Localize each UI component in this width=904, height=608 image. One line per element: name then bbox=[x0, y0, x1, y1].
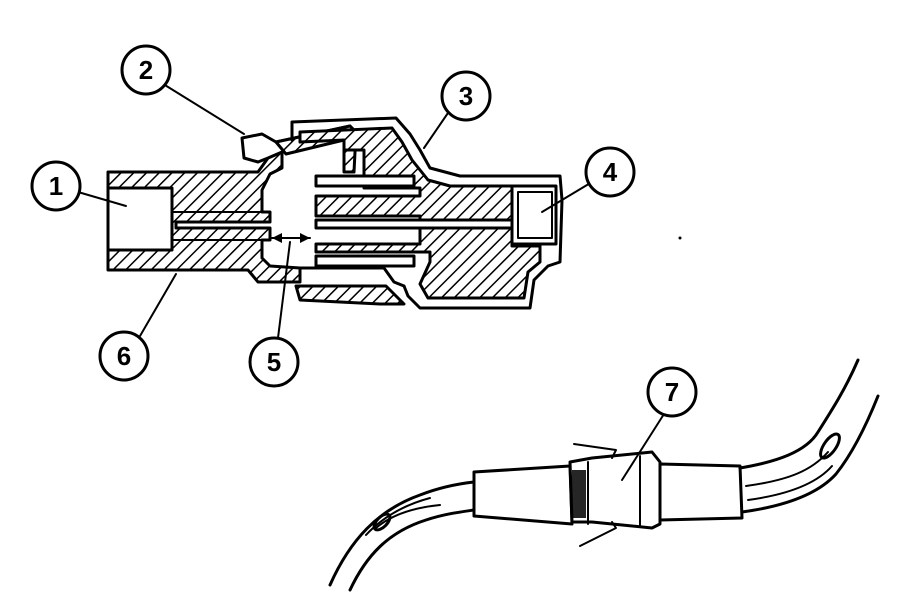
harness-connector-body bbox=[587, 455, 641, 527]
callout-2-label: 2 bbox=[139, 55, 153, 85]
callout-leaders bbox=[77, 81, 665, 481]
socket-slot-mid bbox=[314, 218, 514, 230]
callout-2: 2 bbox=[120, 44, 172, 96]
callout-5-label: 5 bbox=[267, 347, 281, 377]
connector-cross-section bbox=[106, 116, 682, 310]
callout-7-label: 7 bbox=[665, 377, 679, 407]
right-terminal-cavity bbox=[510, 184, 558, 246]
left-cable-strand-2 bbox=[375, 504, 441, 529]
right-housing-inner-top bbox=[298, 126, 542, 300]
harness-connector-shade bbox=[572, 470, 586, 518]
right-cable-band bbox=[819, 432, 841, 460]
callout-6: 6 bbox=[98, 330, 150, 382]
harness-latch-top bbox=[573, 443, 617, 459]
right-cable bbox=[738, 358, 860, 470]
right-cable-strand-2 bbox=[747, 465, 833, 501]
lower-shroud bbox=[294, 284, 406, 306]
callout-3: 3 bbox=[440, 70, 492, 122]
socket-slot-upper bbox=[314, 174, 416, 188]
callout-3-label: 3 bbox=[459, 81, 473, 111]
left-cable-strand bbox=[365, 497, 431, 536]
socket-slot-lower bbox=[314, 254, 416, 268]
right-cable-strand bbox=[745, 451, 829, 487]
lower-shroud-edge bbox=[298, 266, 406, 288]
callout-6-label: 6 bbox=[117, 341, 131, 371]
left-terminal-cavity bbox=[106, 186, 174, 252]
callout-5: 5 bbox=[248, 336, 300, 388]
right-housing-top bbox=[290, 116, 564, 310]
left-cable-band bbox=[372, 512, 392, 532]
left-cable bbox=[328, 480, 476, 587]
callout-4-label: 4 bbox=[603, 157, 618, 187]
callout-7: 7 bbox=[646, 366, 698, 418]
right-boot bbox=[658, 462, 744, 522]
callout-4: 4 bbox=[584, 146, 636, 198]
seal-gap-indicator bbox=[271, 233, 311, 243]
right-terminal bbox=[517, 191, 553, 239]
left-boot bbox=[472, 464, 574, 526]
stray-mark bbox=[678, 236, 682, 240]
callout-1: 1 bbox=[30, 160, 82, 212]
right-cable-lower bbox=[740, 394, 880, 514]
callout-1-label: 1 bbox=[49, 171, 63, 201]
harness-view bbox=[328, 358, 880, 592]
left-cable-lower bbox=[348, 508, 476, 592]
harness-latch-bottom bbox=[579, 521, 617, 547]
